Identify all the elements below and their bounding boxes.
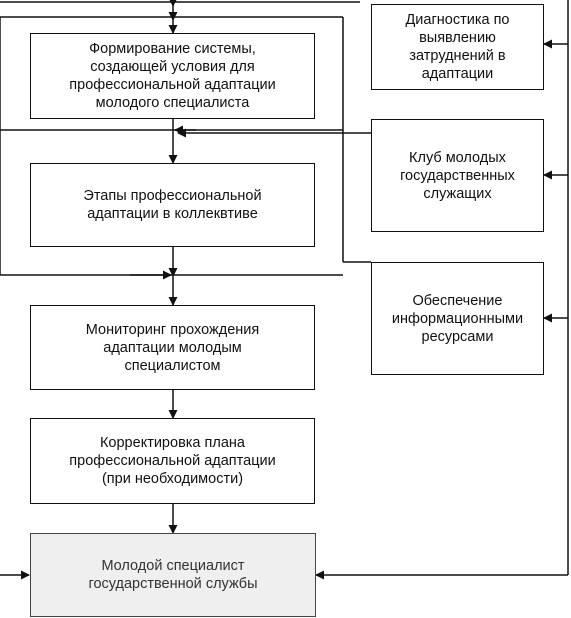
stages-block: Этапы профессиональной адаптации в колле… <box>30 163 315 247</box>
monitoring-label: Мониторинг прохождения адаптации молодым… <box>85 321 260 374</box>
result-block: Молодой специалист государственной служб… <box>30 533 316 617</box>
club-label: Клуб молодых государственных служащих <box>400 149 515 202</box>
formation-block: Формирование системы, создающей условия … <box>30 33 315 119</box>
resources-block: Обеспечение информационными ресурсами <box>371 262 544 375</box>
club-block: Клуб молодых государственных служащих <box>371 119 544 232</box>
stages-label: Этапы профессиональной адаптации в колле… <box>83 188 262 222</box>
correction-block: Корректировка плана профессиональной ада… <box>30 418 315 504</box>
correction-label: Корректировка плана профессиональной ада… <box>69 435 276 487</box>
monitoring-block: Мониторинг прохождения адаптации молодым… <box>30 305 315 390</box>
diagnostics-block: Диагностика по выявлению затруднений в а… <box>371 4 544 90</box>
diagnostics-label: Диагностика по выявлению затруднений в а… <box>405 12 510 82</box>
formation-label: Формирование системы, создающей условия … <box>69 41 276 111</box>
resources-label: Обеспечение информационными ресурсами <box>391 292 524 345</box>
result-label: Молодой специалист государственной служб… <box>88 558 258 592</box>
